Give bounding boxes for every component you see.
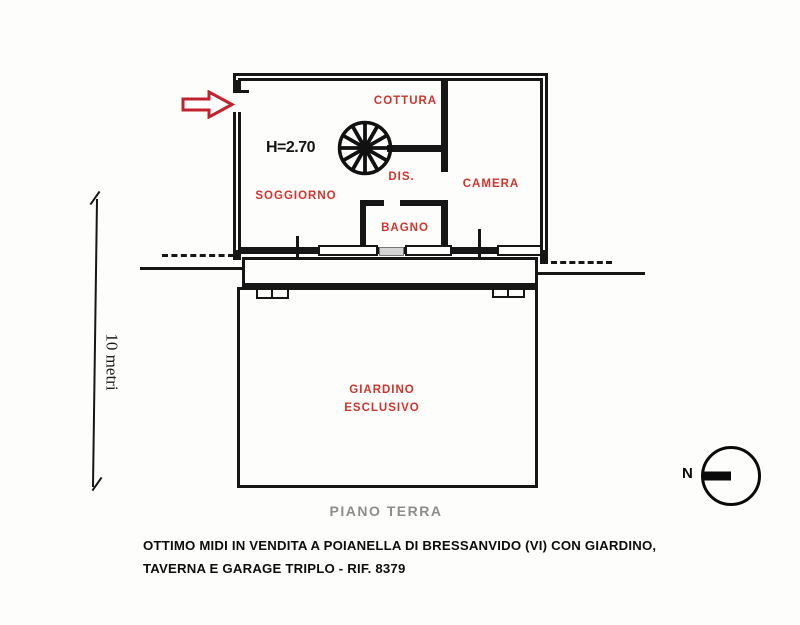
- boundary-solid-left: [140, 267, 242, 270]
- window-sill-bagno: [405, 245, 452, 256]
- room-label-bagno: BAGNO: [381, 222, 429, 234]
- wall-stub-right: [540, 250, 548, 264]
- scale-label: 10 metri: [102, 333, 122, 391]
- garden-area: [237, 287, 538, 488]
- spiral-staircase-icon: [337, 120, 393, 176]
- wall-camera-lower: [441, 200, 448, 247]
- giardino-line1: GIARDINO: [349, 384, 415, 396]
- room-label-camera: CAMERA: [462, 178, 520, 190]
- boundary-dashed-right: [551, 261, 612, 264]
- room-label-giardino: GIARDINO ESCLUSIVO: [322, 381, 442, 417]
- compass-icon: [701, 446, 761, 506]
- ceiling-height-note: H=2.70: [266, 139, 316, 156]
- wall-camera-upper: [441, 81, 448, 172]
- tick-mark-left: [296, 236, 299, 267]
- tick-mark-right: [478, 229, 481, 269]
- wall-stub-left: [233, 250, 241, 260]
- caption-line1: OTTIMO MIDI IN VENDITA A POIANELLA DI BR…: [143, 538, 657, 553]
- window-sill-camera: [497, 245, 542, 256]
- boundary-solid-right: [538, 272, 645, 275]
- compass-north-label: N: [682, 465, 693, 482]
- wall-bagno-top-left: [360, 200, 384, 206]
- giardino-line2: ESCLUSIVO: [344, 402, 420, 414]
- wall-bagno-left: [360, 200, 366, 247]
- listing-caption: OTTIMO MIDI IN VENDITA A POIANELLA DI BR…: [143, 534, 763, 580]
- entrance-door-opening: [229, 93, 243, 112]
- terrace-band: [242, 257, 538, 288]
- entrance-arrow-icon: [181, 90, 235, 119]
- room-label-soggiorno: SOGGIORNO: [255, 190, 337, 202]
- window-sill-soggiorno: [318, 245, 378, 256]
- room-label-dis: DIS.: [388, 171, 415, 183]
- scale-bar-line: [91, 199, 99, 487]
- floor-name: PIANO TERRA: [329, 503, 443, 519]
- wall-stub-top-left: [236, 80, 239, 93]
- boundary-dashed-left: [162, 254, 234, 257]
- room-label-cottura: COTTURA: [373, 95, 438, 107]
- caption-line2: TAVERNA E GARAGE TRIPLO - RIF. 8379: [143, 561, 406, 576]
- door-threshold: [379, 247, 404, 256]
- wall-stub-top-left-foot: [236, 90, 249, 93]
- wall-bagno-top-right: [400, 200, 448, 206]
- wall-corridor: [387, 145, 444, 152]
